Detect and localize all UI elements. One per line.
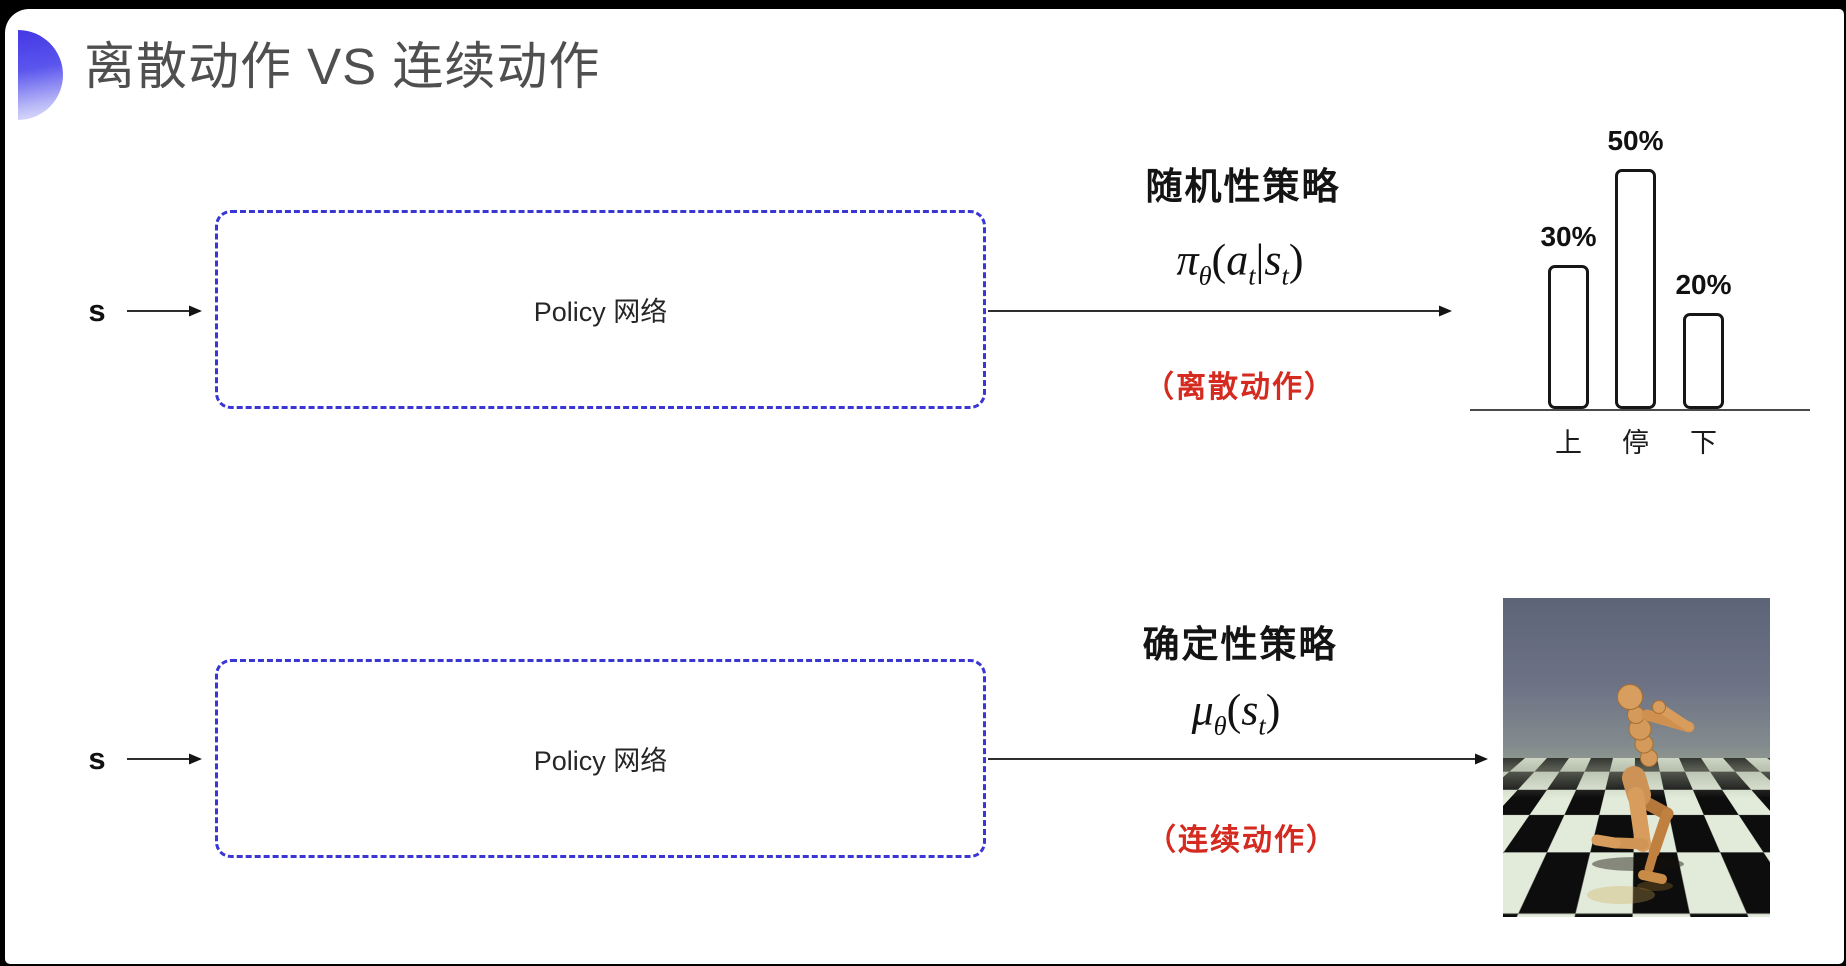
policy-network-box-bottom: Policy 网络 bbox=[215, 659, 986, 858]
chart-axis-tick-label: 下 bbox=[1690, 428, 1717, 458]
chart-axis-tick-label: 上 bbox=[1555, 428, 1582, 458]
humanoid-robot-image bbox=[1503, 598, 1770, 917]
deterministic-policy-title: 确定性策略 bbox=[1142, 624, 1338, 665]
state-input-label-bottom: s bbox=[88, 741, 106, 776]
stochastic-policy-formula: πθ(at|st) bbox=[1177, 235, 1304, 292]
formula-segment: ) bbox=[1265, 685, 1281, 735]
formula-segment: s bbox=[1264, 235, 1282, 285]
deterministic-policy-formula: μθ(st) bbox=[1192, 685, 1281, 742]
chart-bar-value-label: 20% bbox=[1675, 269, 1732, 300]
chart-bar bbox=[1683, 313, 1724, 409]
stochastic-policy-title: 随机性策略 bbox=[1145, 166, 1341, 207]
formula-segment: a bbox=[1226, 235, 1249, 285]
action-probability-chart: 30% 上 50% 停 20% 下 bbox=[1470, 120, 1810, 458]
policy-box-label-bottom: Policy 网络 bbox=[533, 746, 668, 776]
formula-segment: θ bbox=[1213, 710, 1227, 741]
formula-segment: ) bbox=[1288, 235, 1304, 285]
policy-box-label-top: Policy 网络 bbox=[533, 297, 668, 327]
discrete-action-note: （离散动作） bbox=[1144, 371, 1336, 404]
formula-segment: | bbox=[1255, 235, 1265, 285]
chart-axis-tick-label: 停 bbox=[1622, 428, 1649, 458]
formula-segment: ( bbox=[1226, 685, 1242, 735]
continuous-action-note: （连续动作） bbox=[1146, 824, 1338, 857]
policy-network-box-top: Policy 网络 bbox=[215, 210, 986, 409]
state-input-label-top: s bbox=[88, 293, 106, 328]
formula-segment: t bbox=[1258, 710, 1266, 741]
chart-bar-value-label: 30% bbox=[1540, 221, 1597, 252]
formula-segment: t bbox=[1248, 260, 1256, 291]
page-title: 离散动作 VS 连续动作 bbox=[84, 38, 601, 95]
formula-segment: θ bbox=[1198, 260, 1212, 291]
formula-segment: ( bbox=[1211, 235, 1227, 285]
formula-segment: t bbox=[1281, 260, 1289, 291]
chart-bar bbox=[1548, 265, 1589, 409]
formula-segment: μ bbox=[1191, 685, 1214, 735]
formula-segment: s bbox=[1241, 685, 1259, 735]
humanoid-figure bbox=[1587, 684, 1695, 904]
formula-segment: π bbox=[1176, 235, 1199, 285]
chart-bar bbox=[1615, 169, 1656, 409]
chart-bar-value-label: 50% bbox=[1607, 125, 1664, 156]
